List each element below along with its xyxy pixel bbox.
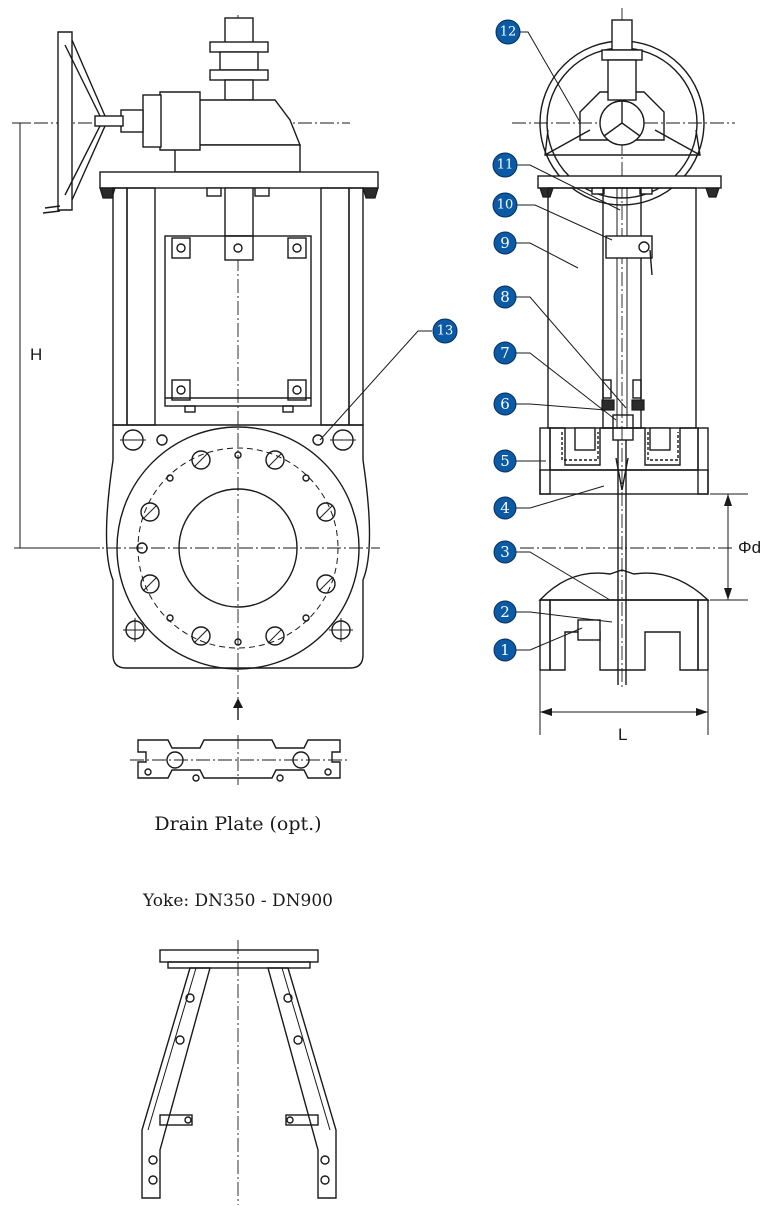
svg-text:9: 9: [500, 234, 510, 252]
diameter-dimension-label: Φd: [738, 538, 761, 557]
yoke-caption: Yoke: DN350 - DN900: [142, 891, 333, 911]
svg-text:6: 6: [500, 395, 510, 413]
front-view: H: [12, 15, 380, 720]
part-bubble-13: 13: [432, 318, 458, 344]
section-view: Φd L: [512, 8, 761, 744]
svg-text:2: 2: [500, 603, 510, 621]
svg-text:4: 4: [500, 499, 510, 517]
part-bubble-2: 2: [493, 600, 517, 624]
height-dimension-label: H: [30, 345, 42, 364]
part-bubble-10: 10: [492, 192, 518, 218]
flange-bolt-holes: [136, 450, 336, 646]
part-bubble-12: 12: [495, 19, 521, 45]
part-bubble-11: 11: [492, 152, 518, 178]
flow-arrow-icon: [233, 698, 243, 708]
leader-lines: [319, 31, 627, 651]
svg-text:12: 12: [500, 25, 517, 40]
part-bubble-3: 3: [493, 540, 517, 564]
length-dimension-label: L: [618, 725, 627, 744]
svg-text:10: 10: [497, 198, 514, 213]
part-bubble-4: 4: [493, 496, 517, 520]
part-bubble-9: 9: [493, 231, 517, 255]
svg-text:1: 1: [500, 641, 510, 659]
part-bubble-6: 6: [493, 392, 517, 416]
svg-text:13: 13: [437, 324, 454, 339]
part-bubble-8: 8: [493, 285, 517, 309]
svg-text:11: 11: [497, 158, 514, 173]
drain-plate-caption: Drain Plate (opt.): [154, 813, 321, 835]
drain-plate-view: Drain Plate (opt.): [130, 735, 350, 835]
part-bubble-5: 5: [493, 449, 517, 473]
svg-text:3: 3: [500, 543, 510, 561]
part-bubble-7: 7: [493, 341, 517, 365]
yoke-view: Yoke: DN350 - DN900: [141, 891, 337, 1205]
svg-text:7: 7: [500, 344, 510, 362]
svg-text:5: 5: [500, 452, 510, 470]
svg-text:8: 8: [500, 288, 510, 306]
part-bubble-1: 1: [493, 638, 517, 662]
